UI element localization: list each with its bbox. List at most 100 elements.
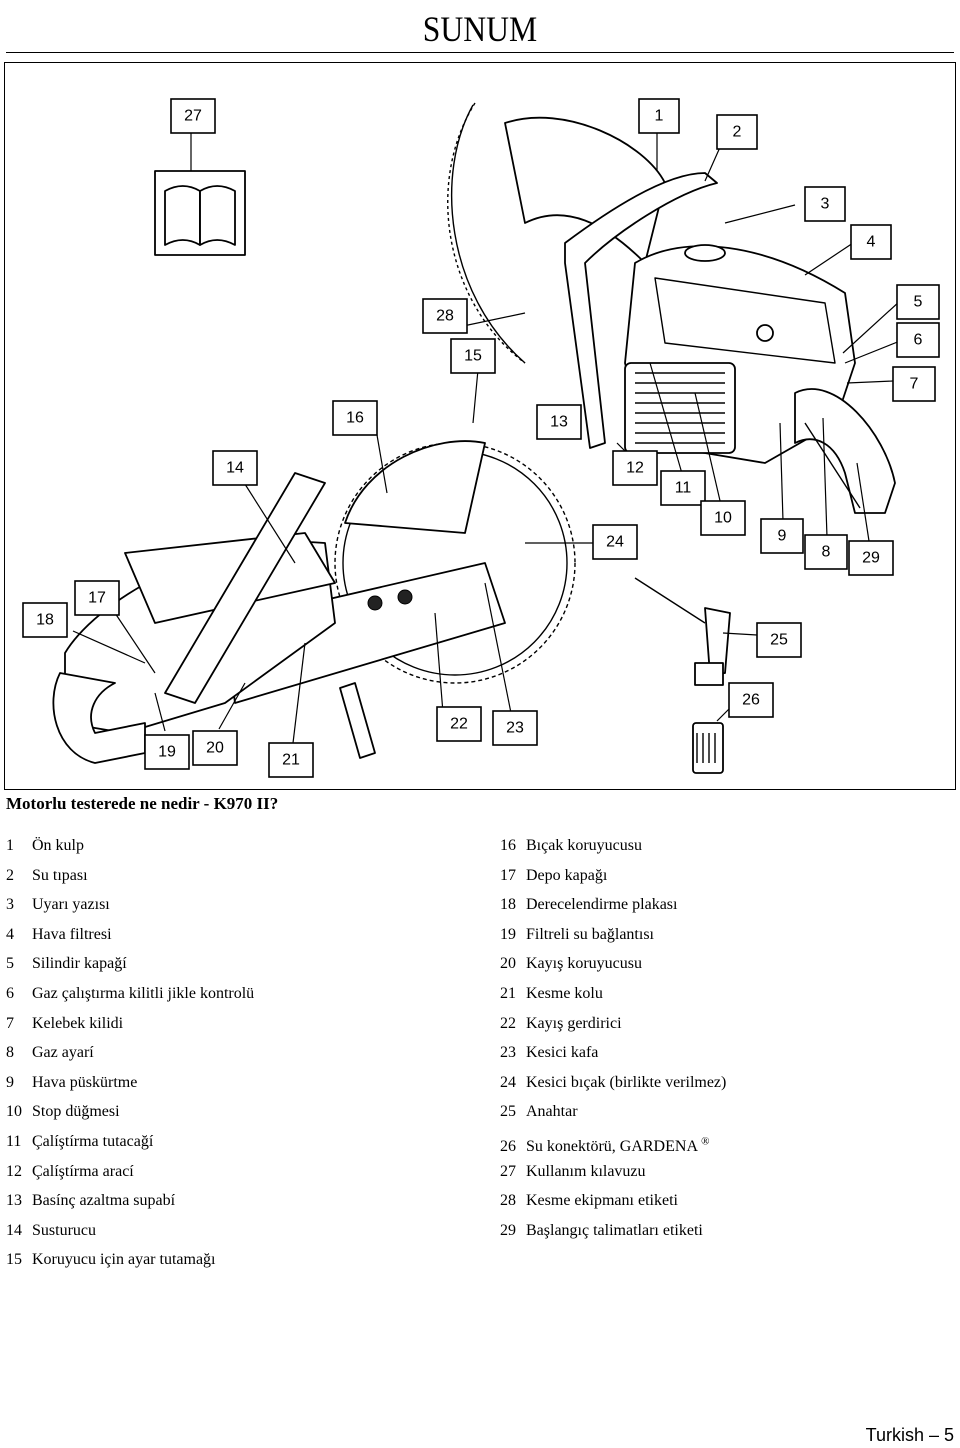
svg-text:28: 28 <box>436 308 454 325</box>
svg-text:24: 24 <box>606 534 624 551</box>
lower-cutter-drawing <box>52 440 576 764</box>
callout-24: 24 <box>592 524 638 560</box>
svg-text:19: 19 <box>158 744 176 761</box>
callout-7: 7 <box>892 366 936 402</box>
svg-text:1: 1 <box>655 108 664 125</box>
callout-2: 2 <box>716 114 758 150</box>
callout-3: 3 <box>804 186 846 222</box>
callout-27: 27 <box>170 98 216 134</box>
registered-mark: ® <box>701 1135 710 1148</box>
page-title: SUNUM <box>422 9 538 49</box>
power-cutter-diagram: 27 1 2 3 4 5 6 7 28 15 16 13 14 12 11 10… <box>22 98 940 778</box>
callout-22: 22 <box>436 706 482 742</box>
figure-caption: Motorlu testerede ne nedir - K970 II? <box>6 794 279 813</box>
callout-8: 8 <box>804 534 848 570</box>
svg-text:27: 27 <box>184 108 202 125</box>
svg-text:11: 11 <box>675 480 692 497</box>
callout-labels: 27 1 2 3 4 5 6 7 28 15 16 13 14 12 11 10… <box>22 98 940 778</box>
svg-text:21: 21 <box>282 752 300 769</box>
svg-text:23: 23 <box>506 720 524 737</box>
callout-23: 23 <box>492 710 538 746</box>
callout-25: 25 <box>756 622 802 658</box>
svg-text:9: 9 <box>778 528 787 545</box>
svg-text:6: 6 <box>914 332 923 349</box>
callout-16: 16 <box>332 400 378 436</box>
svg-text:3: 3 <box>821 196 830 213</box>
callout-13: 13 <box>536 404 582 440</box>
callout-29: 29 <box>848 540 894 576</box>
callout-6: 6 <box>896 322 940 358</box>
manual-book-icon <box>154 133 246 256</box>
callout-11: 11 <box>660 470 706 506</box>
product-illustration: 27 1 2 3 4 5 6 7 28 15 16 13 14 12 11 10… <box>4 62 956 790</box>
header-divider <box>6 52 954 53</box>
svg-text:16: 16 <box>346 410 364 427</box>
svg-text:12: 12 <box>626 460 644 477</box>
callout-28: 28 <box>422 298 468 334</box>
svg-text:25: 25 <box>770 632 788 649</box>
callout-10: 10 <box>700 500 746 536</box>
upper-cutter-drawing <box>447 102 896 514</box>
svg-text:4: 4 <box>867 234 876 251</box>
svg-text:15: 15 <box>464 348 482 365</box>
callout-19: 19 <box>144 734 190 770</box>
callout-21: 21 <box>268 742 314 778</box>
svg-text:18: 18 <box>36 612 54 629</box>
svg-text:2: 2 <box>733 124 742 141</box>
callout-12: 12 <box>612 450 658 486</box>
svg-text:5: 5 <box>914 294 923 311</box>
wrench-drawing <box>634 577 731 686</box>
svg-text:20: 20 <box>206 740 224 757</box>
svg-text:22: 22 <box>450 716 468 733</box>
callout-9: 9 <box>760 518 804 554</box>
svg-text:17: 17 <box>88 590 106 607</box>
callout-14: 14 <box>212 450 258 486</box>
callout-5: 5 <box>896 284 940 320</box>
callout-20: 20 <box>192 730 238 766</box>
callout-17: 17 <box>74 580 120 616</box>
callout-26: 26 <box>728 682 774 718</box>
svg-text:13: 13 <box>550 414 568 431</box>
svg-text:26: 26 <box>742 692 760 709</box>
water-connector-drawing <box>692 722 724 774</box>
svg-text:29: 29 <box>862 550 880 567</box>
callout-18: 18 <box>22 602 68 638</box>
svg-text:8: 8 <box>822 544 831 561</box>
callout-15: 15 <box>450 338 496 374</box>
svg-text:14: 14 <box>226 460 244 477</box>
callout-4: 4 <box>850 224 892 260</box>
page-footer: Turkish – 5 <box>865 1425 954 1445</box>
callout-1: 1 <box>638 98 680 134</box>
svg-text:10: 10 <box>714 510 732 527</box>
svg-text:7: 7 <box>910 376 919 393</box>
